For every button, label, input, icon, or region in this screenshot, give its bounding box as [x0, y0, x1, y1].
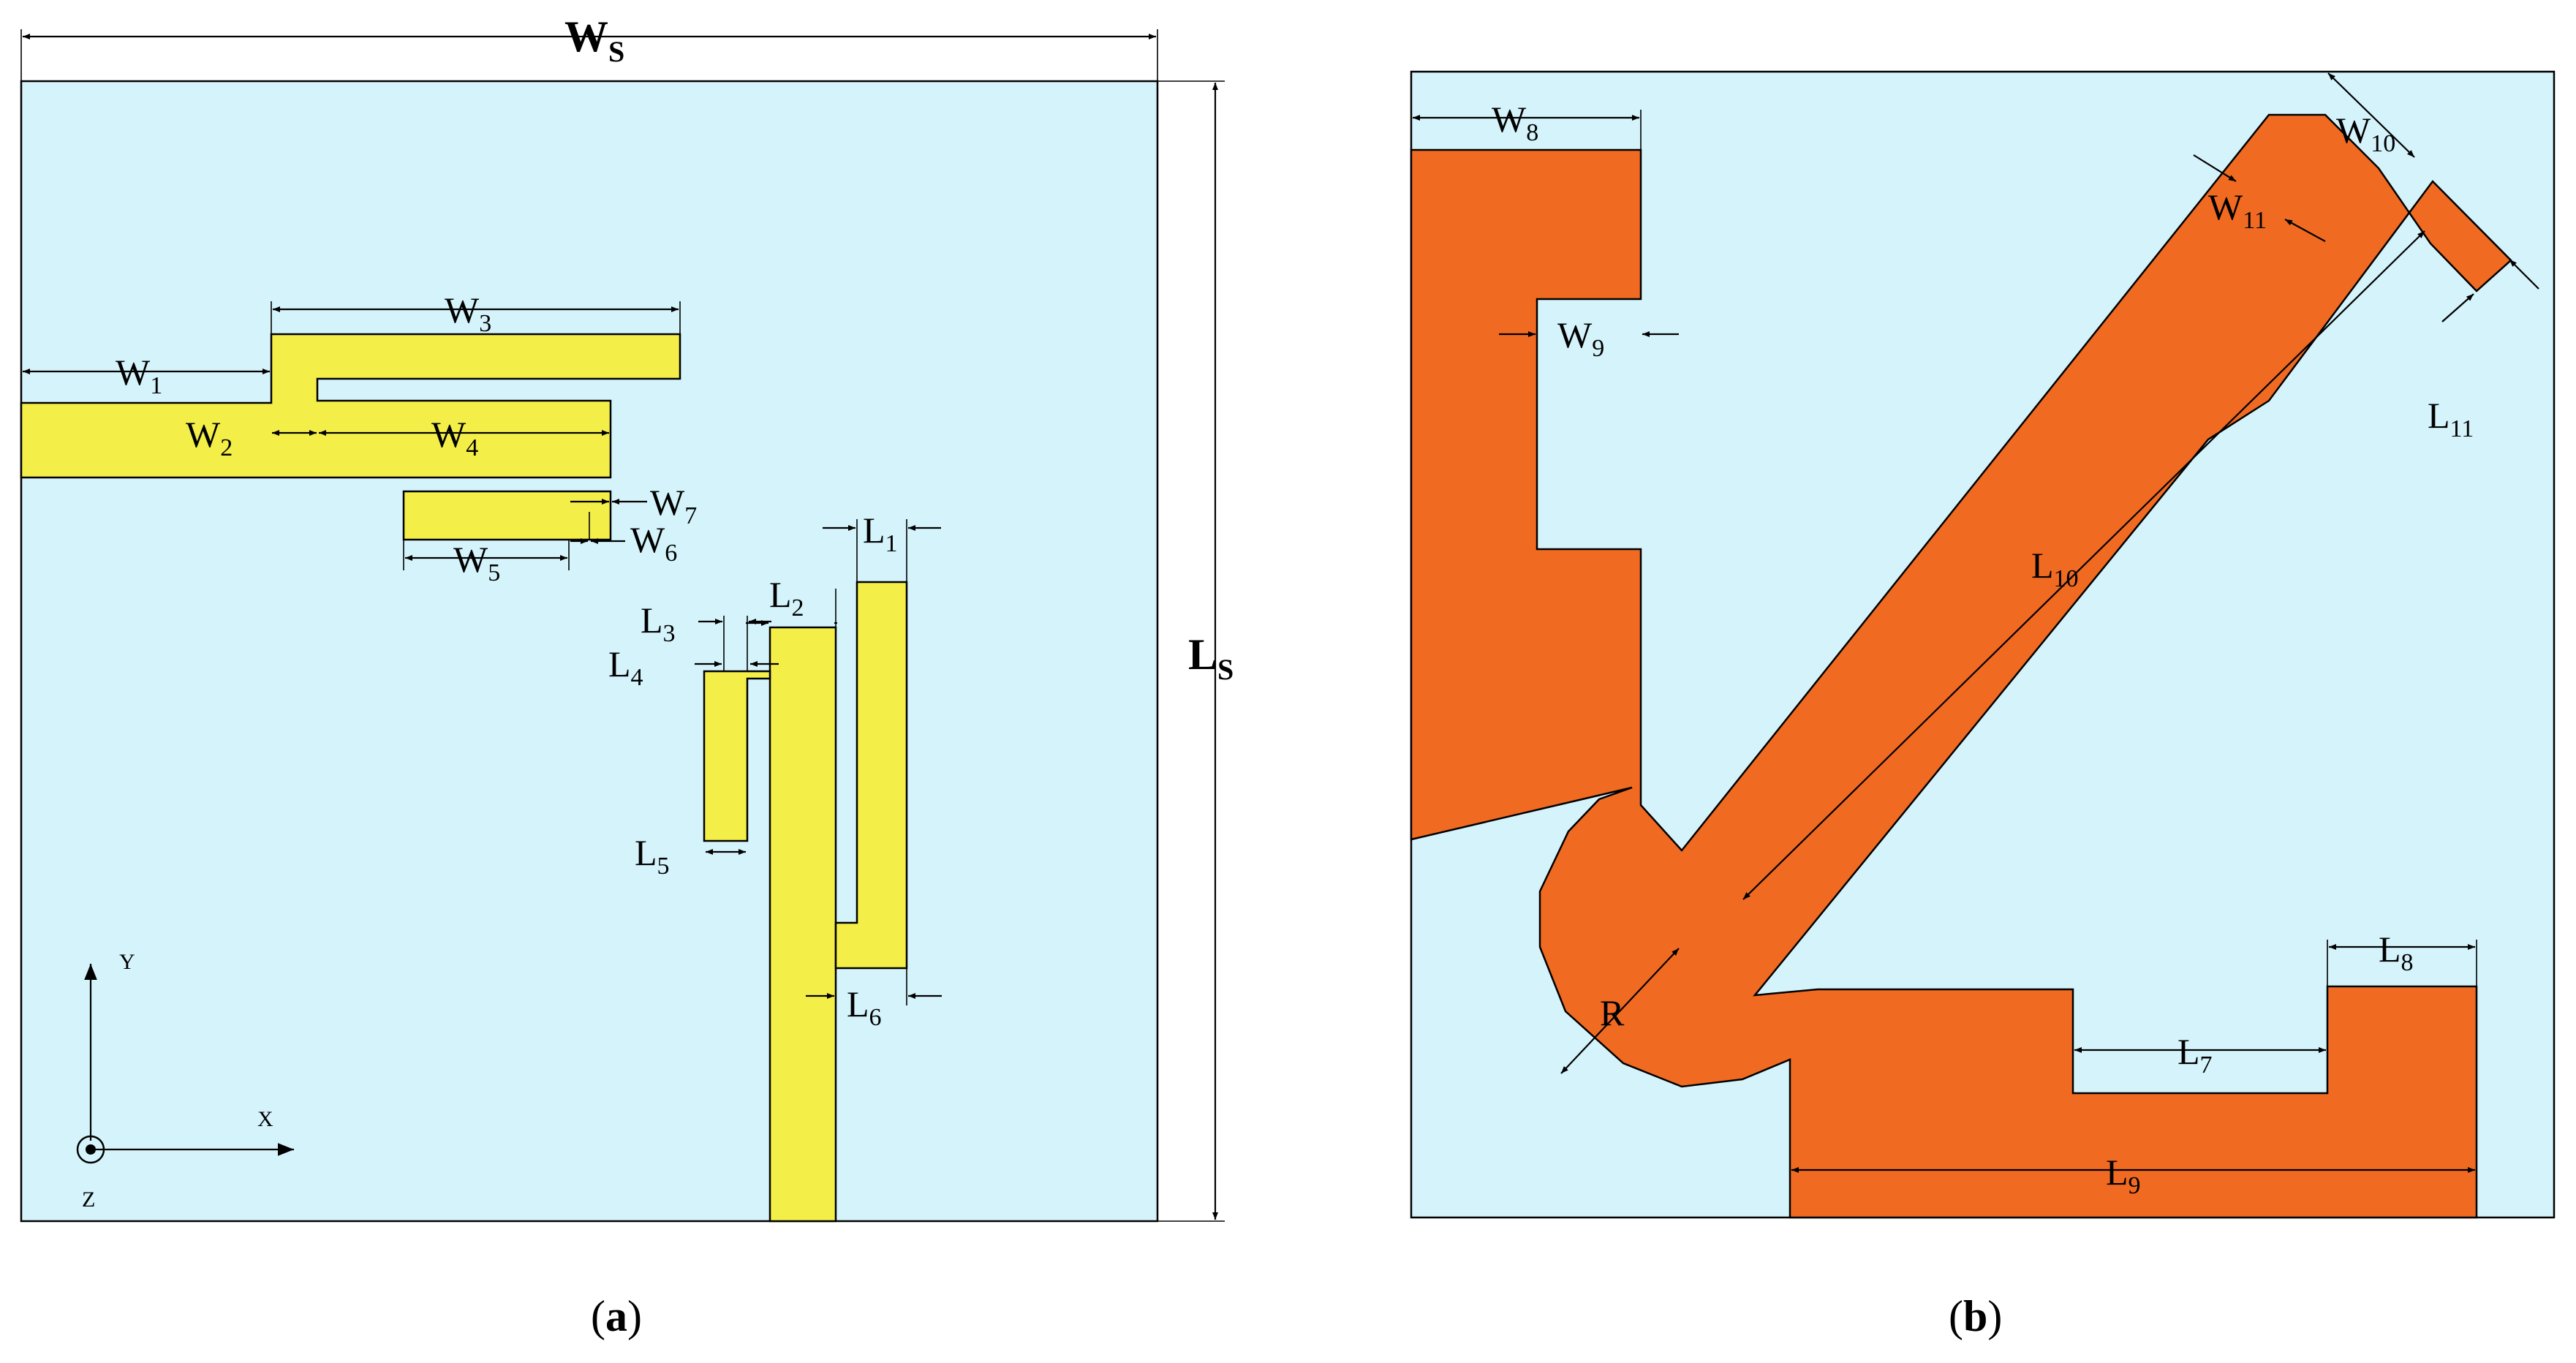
- patch-a: [20, 333, 908, 1223]
- vertical-feed-strip: [768, 626, 837, 1223]
- label-L11: L11: [2428, 395, 2474, 442]
- substrate-a: [20, 80, 1159, 1223]
- coordinate-axes: Y X Z: [76, 950, 294, 1212]
- label-L10: L10: [2031, 545, 2079, 592]
- label-W11: W11: [2208, 186, 2267, 234]
- label-L2: L2: [769, 574, 804, 622]
- axis-label-y: Y: [119, 950, 135, 974]
- caption-b: (b): [1949, 1292, 2002, 1340]
- label-L1: L1: [863, 510, 898, 557]
- label-W4: W4: [431, 414, 478, 461]
- label-L7: L7: [2177, 1031, 2213, 1079]
- lower-stub-strip: [402, 490, 612, 541]
- label-W2: W2: [186, 414, 233, 461]
- z-axis-circle: [76, 1135, 105, 1164]
- label-L9: L9: [2106, 1152, 2141, 1199]
- label-W7: W7: [650, 482, 697, 529]
- label-L6: L6: [847, 983, 882, 1031]
- label-W6: W6: [630, 519, 677, 567]
- label-W3: W3: [445, 290, 491, 337]
- z-axis-dot: [86, 1144, 96, 1155]
- upper-meander-strip: [20, 333, 681, 479]
- caption-a: (a): [591, 1292, 642, 1340]
- label-W10: W10: [2336, 110, 2395, 157]
- label-W1: W1: [116, 352, 162, 399]
- label-L4: L4: [608, 643, 643, 691]
- panel-b: W8 W9 W10 W11 L11 L10 R L8 L7 L9 (b: [1410, 70, 2556, 1340]
- axis-label-x: X: [257, 1107, 273, 1131]
- label-Ls: LS: [1188, 630, 1234, 686]
- axis-label-z: Z: [82, 1188, 95, 1212]
- label-L8: L8: [2379, 929, 2414, 976]
- label-W8: W8: [1492, 99, 1538, 146]
- panel-a: WS LS W1 W3 W2 W4 W5 W6 W7: [20, 12, 1234, 1340]
- label-Ws: WS: [564, 12, 624, 68]
- label-W5: W5: [453, 539, 500, 586]
- label-L5: L5: [635, 832, 670, 880]
- label-L3: L3: [641, 600, 676, 647]
- left-arm-strip: [703, 670, 771, 842]
- label-R: R: [1600, 992, 1625, 1033]
- label-W9: W9: [1557, 314, 1604, 362]
